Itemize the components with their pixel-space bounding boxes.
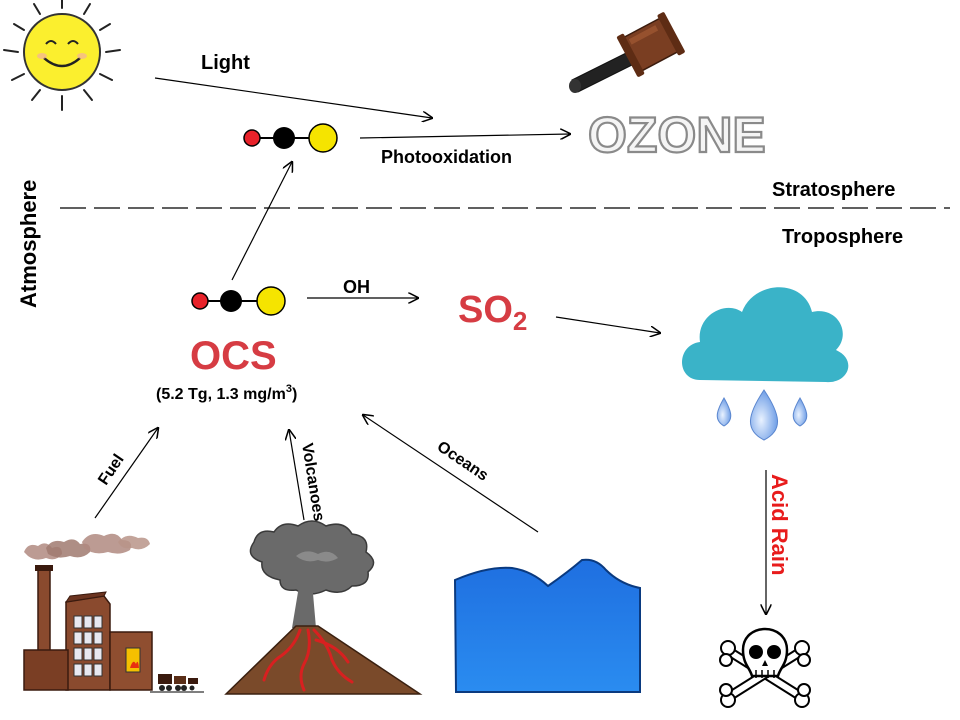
photooxidation-label: Photooxidation bbox=[381, 147, 512, 167]
atmosphere-label: Atmosphere bbox=[16, 180, 41, 308]
troposphere-label: Troposphere bbox=[782, 226, 903, 248]
gavel-icon bbox=[569, 12, 685, 93]
factory-icon bbox=[23, 533, 204, 693]
sun-icon bbox=[3, 0, 121, 111]
molecule-icon bbox=[191, 286, 286, 316]
light-arrow bbox=[154, 77, 432, 118]
ocs-amount-label: (5.2 Tg, 1.3 mg/m3) bbox=[156, 383, 297, 403]
fuel-arrow bbox=[94, 428, 158, 519]
raindrop-icon bbox=[716, 389, 808, 441]
ocean-icon bbox=[453, 558, 641, 693]
volcano-icon bbox=[224, 520, 423, 695]
oceans-arrow bbox=[363, 415, 539, 533]
fuel-label: Fuel bbox=[95, 451, 127, 488]
so2-label: SO2 bbox=[458, 289, 527, 336]
light-label: Light bbox=[201, 52, 250, 74]
acid-rain-label: Acid Rain bbox=[767, 474, 792, 575]
photooxidation-arrow bbox=[359, 134, 570, 138]
so2-to-cloud-arrow bbox=[555, 316, 660, 333]
skull-crossbones-icon bbox=[719, 627, 811, 708]
stratosphere-label: Stratosphere bbox=[772, 179, 895, 201]
volcanoes-arrow bbox=[289, 430, 305, 521]
molecule-icon bbox=[243, 123, 338, 153]
oceans-label: Oceans bbox=[434, 438, 492, 484]
ocs-label: OCS bbox=[190, 334, 277, 378]
ozone-label: OZONE bbox=[588, 107, 766, 163]
cloud-icon bbox=[682, 287, 849, 383]
oh-label: OH bbox=[343, 277, 370, 297]
ocs-to-stratosphere-arrow bbox=[231, 162, 292, 281]
